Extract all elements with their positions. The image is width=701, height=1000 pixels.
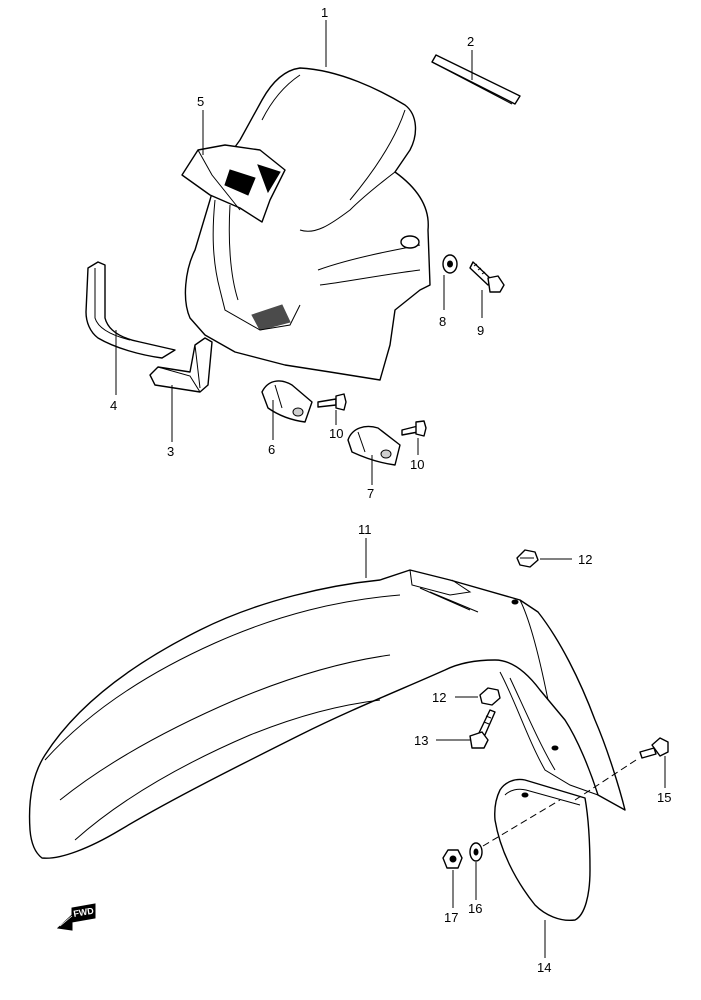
callout-16: 16 (468, 901, 482, 916)
callout-15: 15 (657, 790, 671, 805)
callout-12a: 12 (578, 552, 592, 567)
callout-6: 6 (268, 442, 275, 457)
assembly-line-15 (574, 759, 637, 801)
part-16-washer (469, 842, 483, 862)
callout-10b: 10 (410, 457, 424, 472)
callout-2: 2 (467, 34, 474, 49)
part-6-mount-block (261, 380, 313, 423)
part-11-front-fender (28, 569, 626, 859)
leader-lines (115, 20, 666, 958)
part-1-headlight-cowl (184, 67, 431, 381)
callout-14: 14 (537, 960, 551, 975)
part-12-nut-b (479, 687, 501, 706)
callout-12b: 12 (432, 690, 446, 705)
part-12-nut-a (516, 549, 539, 568)
callout-9: 9 (477, 323, 484, 338)
part-10-screw-a (317, 393, 347, 411)
direction-label: FWD (73, 905, 95, 918)
callout-8: 8 (439, 314, 446, 329)
assembly-line-16 (482, 799, 561, 847)
callout-1: 1 (321, 5, 328, 20)
part-5-emblem (181, 144, 286, 223)
part-2-trim-strip (431, 54, 521, 105)
part-9-bolt (469, 261, 505, 293)
callout-7: 7 (367, 486, 374, 501)
part-4-guard (85, 261, 176, 359)
part-15-bolt (639, 737, 669, 759)
part-10-screw-b (401, 420, 427, 437)
callout-3: 3 (167, 444, 174, 459)
part-8-washer (442, 254, 458, 274)
callout-4: 4 (110, 398, 117, 413)
callout-5: 5 (197, 94, 204, 109)
part-7-mount-block (347, 425, 401, 466)
part-14-mud-flap (494, 778, 591, 922)
part-3-bracket (149, 337, 213, 393)
forward-arrow-icon: FWD (56, 903, 96, 931)
callout-11: 11 (358, 522, 372, 537)
callout-10a: 10 (329, 426, 343, 441)
part-17-nut (442, 849, 463, 869)
callout-17: 17 (444, 910, 458, 925)
callout-13: 13 (414, 733, 428, 748)
part-13-bolt (469, 709, 496, 749)
